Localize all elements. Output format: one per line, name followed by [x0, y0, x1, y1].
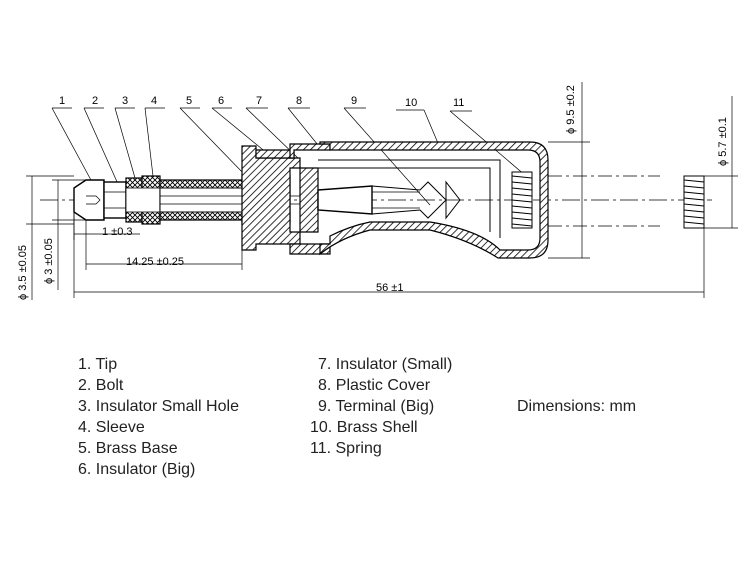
legend-item-brass-base: 5. Brass Base [78, 440, 178, 457]
dim-9-5: ϕ 9.5 ±0.2 [565, 85, 577, 134]
brass-shell [319, 141, 549, 259]
bolt [103, 181, 127, 219]
legend-item-terminal-big: 9. Terminal (Big) [318, 398, 435, 415]
part-label-1: 1 [59, 95, 65, 107]
dimension-lines [26, 82, 738, 300]
legend-item-spring: 11. Spring [310, 440, 382, 457]
dim-1: 1 ±0.3 [102, 226, 133, 238]
units-note: Dimensions: mm [517, 398, 637, 415]
leader-lines [51, 107, 527, 206]
dim-56: 56 ±1 [376, 282, 403, 294]
connector-body [40, 141, 712, 259]
legend-item-insulator-small: 7. Insulator (Small) [318, 356, 453, 373]
spring-end [683, 175, 705, 229]
part-label-4: 4 [151, 95, 157, 107]
legend-item-insulator-big: 6. Insulator (Big) [78, 461, 196, 478]
part-label-8: 8 [296, 95, 302, 107]
legend-item-bolt: 2. Bolt [78, 377, 124, 394]
terminal-big [317, 185, 373, 215]
dim-3-5: ϕ 3.5 ±0.05 [17, 245, 29, 300]
tip [73, 179, 105, 221]
part-label-11: 11 [453, 97, 464, 109]
part-number-labels: 1 2 3 4 5 6 7 8 9 10 11 [59, 95, 464, 109]
part-label-6: 6 [218, 95, 224, 107]
legend-item-sleeve: 4. Sleeve [78, 419, 145, 436]
part-label-2: 2 [92, 95, 98, 107]
dim-5-7: ϕ 5.7 ±0.1 [717, 117, 729, 166]
part-label-3: 3 [122, 95, 128, 107]
dim-3: ϕ 3 ±0.05 [43, 238, 55, 284]
legend-item-brass-shell: 10. Brass Shell [310, 419, 418, 436]
legend-item-plastic-cover: 8. Plastic Cover [318, 377, 431, 394]
part-label-7: 7 [256, 95, 262, 107]
legend-item-insulator-small-hole: 3. Insulator Small Hole [78, 398, 239, 415]
spring [511, 171, 533, 229]
dimension-texts: ϕ 9.5 ±0.2 ϕ 5.7 ±0.1 ϕ 3.5 ±0.05 ϕ 3 ±0… [17, 85, 729, 300]
dim-14-25: 14.25 ±0.25 [126, 256, 184, 268]
legend-item-tip: 1. Tip [78, 356, 118, 373]
part-label-5: 5 [186, 95, 192, 107]
part-label-10: 10 [405, 97, 417, 109]
insulator-big [241, 145, 301, 251]
part-label-9: 9 [351, 95, 357, 107]
